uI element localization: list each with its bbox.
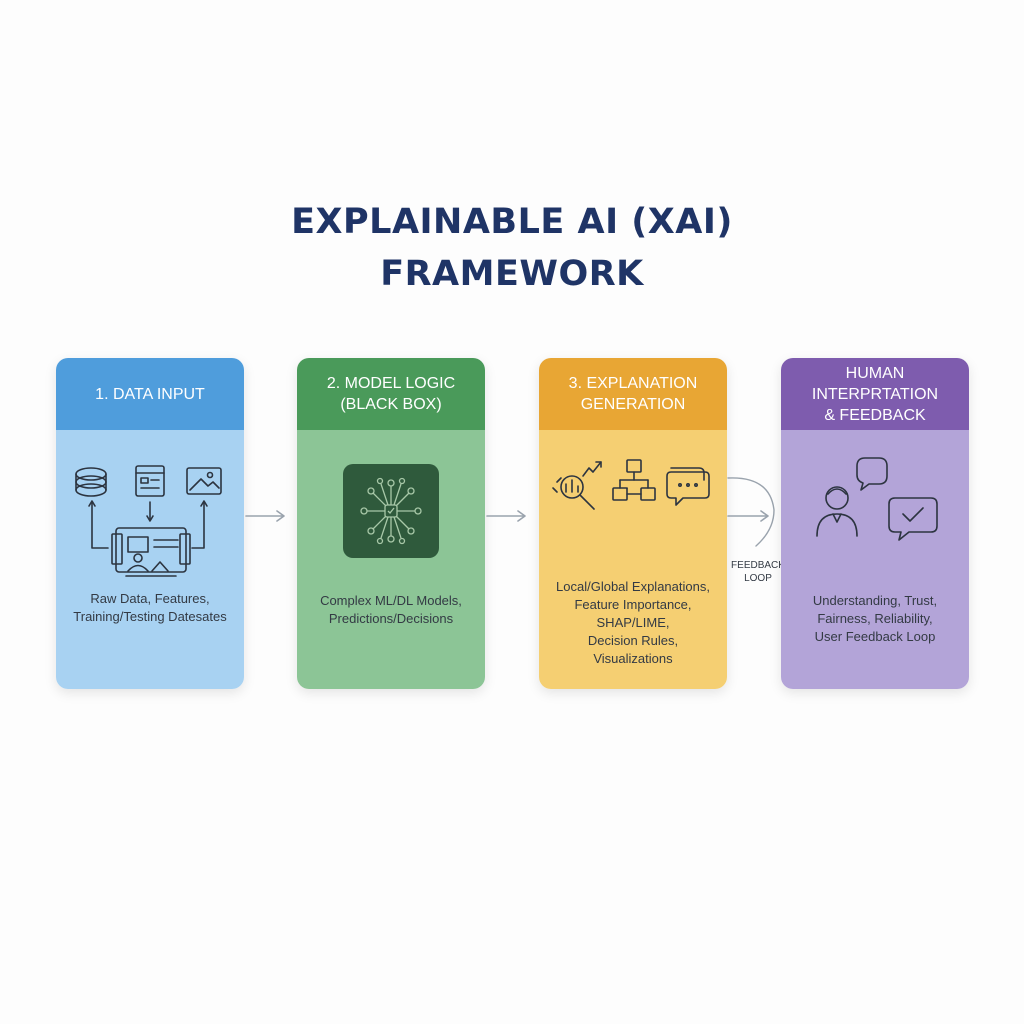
card-body: Raw Data, Features, Training/Testing Dat… <box>56 430 244 689</box>
card-header-text: & FEEDBACK <box>824 406 926 424</box>
data-input-illustration <box>75 465 222 577</box>
card-description-line: Fairness, Reliability, <box>817 611 933 626</box>
card-description: Understanding, Trust, Fairness, Reliabil… <box>787 592 963 646</box>
card-header: 1. DATA INPUT <box>56 358 244 430</box>
human-feedback-illustration <box>816 457 938 541</box>
image-icon <box>186 467 222 495</box>
card-header-text: INTERPRTATION <box>811 385 939 403</box>
card-description-line: Understanding, Trust, <box>812 593 938 608</box>
card-header: HUMAN INTERPRTATION & FEEDBACK <box>781 358 969 430</box>
flow-arrow-1 <box>245 510 285 522</box>
card-header-text: 1. DATA INPUT <box>95 385 205 403</box>
card-description-line: User Feedback Loop <box>814 629 936 644</box>
magnifier-chart-icon <box>552 461 602 510</box>
card-model-logic: 2. MODEL LOGIC (BLACK BOX) <box>297 358 485 689</box>
card-description-line: SHAP/LIME, <box>596 615 670 630</box>
card-human-feedback: HUMAN INTERPRTATION & FEEDBACK <box>781 358 969 689</box>
card-header: 2. MODEL LOGIC (BLACK BOX) <box>297 358 485 430</box>
checkmark-bubble-icon <box>888 497 938 541</box>
page-title: EXPLAINABLE AI (XAI) FRAMEWORK <box>0 196 1024 300</box>
card-data-input: 1. DATA INPUT <box>56 358 244 689</box>
feedback-loop-line-2: LOOP <box>744 573 772 584</box>
decision-tree-icon <box>612 459 656 501</box>
card-description-line: Local/Global Explanations, <box>556 579 710 594</box>
database-icon <box>75 467 107 497</box>
card-description: Complex ML/DL Models, Predictions/Decisi… <box>303 592 479 628</box>
card-header-text: (BLACK BOX) <box>340 396 442 413</box>
card-header: 3. EXPLANATION GENERATION <box>539 358 727 430</box>
card-description-line: Predictions/Decisions <box>328 611 454 626</box>
explanation-illustration <box>552 459 710 510</box>
feedback-loop-line-1: FEEDBACK <box>731 560 785 571</box>
title-line-1: EXPLAINABLE AI (XAI) <box>291 202 733 242</box>
feedback-loop-arrow <box>727 477 775 547</box>
card-body: Local/Global Explanations, Feature Impor… <box>539 430 727 689</box>
card-body: Complex ML/DL Models, Predictions/Decisi… <box>297 430 485 689</box>
card-header-text: GENERATION <box>580 396 686 413</box>
card-description: Raw Data, Features, Training/Testing Dat… <box>62 590 238 626</box>
card-description-line: Raw Data, Features, <box>90 591 210 606</box>
neural-network-icon <box>360 477 422 545</box>
flow-arrow-2 <box>486 510 526 522</box>
card-description: Local/Global Explanations, Feature Impor… <box>545 578 721 668</box>
card-description-line: Feature Importance, <box>574 597 692 612</box>
speech-bubble-icon <box>856 457 888 491</box>
title-line-2: FRAMEWORK <box>380 254 644 294</box>
card-header-text: HUMAN <box>845 364 905 382</box>
black-box <box>343 464 439 558</box>
connector-arrows <box>88 500 208 549</box>
web-form-icon <box>135 465 165 497</box>
card-description-line: Decision Rules, <box>587 633 679 648</box>
card-description-line: Complex ML/DL Models, <box>320 593 462 608</box>
feedback-loop-label: FEEDBACK LOOP <box>728 559 788 585</box>
card-header-text: 2. MODEL LOGIC <box>326 375 456 392</box>
card-description-line: Training/Testing Datesates <box>73 609 227 624</box>
dashboard-icon <box>111 527 191 577</box>
card-description-line: Visualizations <box>593 651 673 666</box>
card-body: Understanding, Trust, Fairness, Reliabil… <box>781 430 969 689</box>
card-explanation-generation: 3. EXPLANATION GENERATION <box>539 358 727 689</box>
card-header-text: 3. EXPLANATION <box>568 375 698 392</box>
chat-bubble-icon <box>666 467 710 506</box>
person-icon <box>816 486 858 537</box>
